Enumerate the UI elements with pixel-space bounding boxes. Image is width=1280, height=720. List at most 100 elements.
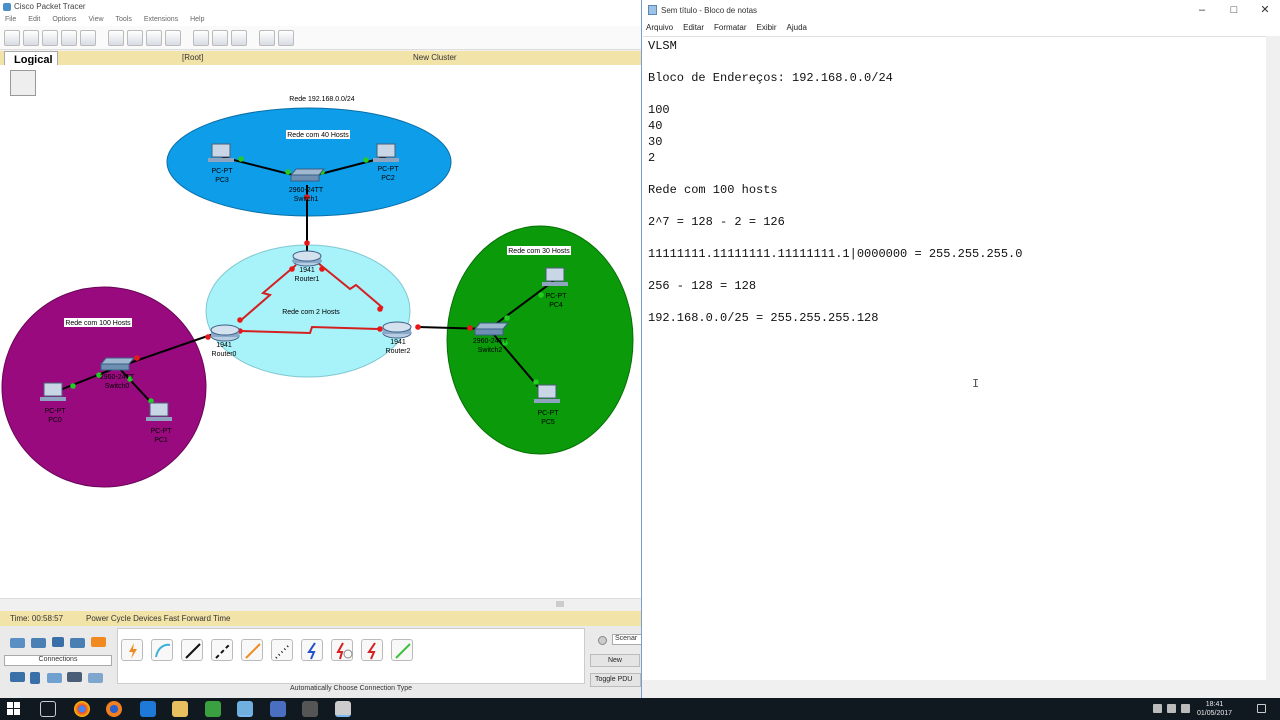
tray-app-icon[interactable] bbox=[1153, 704, 1162, 713]
notepad-text-area[interactable]: VLSM Bloco de Endereços: 192.168.0.0/24 … bbox=[643, 36, 1266, 680]
minimize-icon[interactable]: – bbox=[1198, 4, 1206, 16]
scroll-thumb[interactable] bbox=[556, 601, 564, 607]
zoom-reset-icon[interactable] bbox=[212, 29, 228, 46]
serial-dte-icon[interactable] bbox=[361, 639, 383, 661]
action-center-icon[interactable] bbox=[1257, 704, 1266, 713]
subtype-icon-3[interactable] bbox=[47, 673, 62, 683]
subtype-icon-5[interactable] bbox=[88, 673, 103, 683]
taskbar-clock[interactable]: 18:41 01/05/2017 bbox=[1197, 700, 1232, 718]
logical-workspace[interactable]: Rede 192.168.0.0/24 Rede com 40 Hosts Re… bbox=[0, 65, 641, 598]
phone-cable-icon[interactable] bbox=[271, 639, 293, 661]
np-menu-arquivo[interactable]: Arquivo bbox=[646, 23, 674, 32]
octal-cable-icon[interactable] bbox=[391, 639, 413, 661]
pt-menu-file[interactable]: File bbox=[5, 16, 17, 23]
auto-connection-icon[interactable] bbox=[121, 639, 143, 661]
scenario-select[interactable]: Scenar bbox=[612, 634, 641, 645]
straight-through-icon[interactable] bbox=[181, 639, 203, 661]
paste-icon[interactable] bbox=[127, 29, 143, 46]
print-icon[interactable] bbox=[61, 29, 77, 46]
maximize-icon[interactable]: □ bbox=[1230, 4, 1238, 16]
links-serial bbox=[239, 262, 384, 335]
pc3-icon[interactable] bbox=[208, 143, 234, 162]
new-scenario-button[interactable]: New bbox=[590, 654, 640, 667]
network-icon[interactable] bbox=[1167, 704, 1176, 713]
pc1-icon[interactable] bbox=[146, 402, 172, 421]
recorder-icon[interactable] bbox=[205, 701, 221, 717]
redo-icon[interactable] bbox=[165, 29, 181, 46]
volume-icon[interactable] bbox=[1181, 704, 1190, 713]
notepad-horizontal-scrollbar[interactable] bbox=[642, 680, 1280, 690]
connections-category-icon[interactable] bbox=[91, 637, 106, 647]
router0-icon[interactable] bbox=[210, 324, 240, 342]
toggle-pdu-button[interactable]: Toggle PDU bbox=[590, 673, 641, 687]
notepad-vertical-scrollbar[interactable] bbox=[1266, 36, 1280, 680]
cluster-100-hosts-area[interactable] bbox=[1, 286, 207, 488]
open-folder-icon[interactable] bbox=[23, 29, 39, 46]
notepad-line: 30 bbox=[648, 135, 663, 149]
pc5-icon[interactable] bbox=[534, 384, 560, 403]
cluster-40-hosts-area[interactable] bbox=[166, 107, 452, 217]
fiber-icon[interactable] bbox=[241, 639, 263, 661]
pt-menu-edit[interactable]: Edit bbox=[28, 16, 41, 23]
np-menu-formatar[interactable]: Formatar bbox=[714, 23, 747, 32]
cluster-30-hosts-area[interactable] bbox=[446, 225, 634, 455]
workspace-horizontal-scrollbar[interactable] bbox=[0, 598, 641, 608]
windows-start-icon[interactable] bbox=[7, 702, 20, 715]
undo-icon[interactable] bbox=[146, 29, 162, 46]
copy-icon[interactable] bbox=[108, 29, 124, 46]
power-cycle-fast-forward[interactable]: Power Cycle Devices Fast Forward Time bbox=[86, 614, 231, 623]
wireless-category-icon[interactable] bbox=[70, 638, 85, 648]
notepad-task-icon[interactable] bbox=[335, 701, 351, 717]
firefox-icon[interactable] bbox=[106, 701, 122, 717]
subtype-icon-4[interactable] bbox=[67, 672, 82, 682]
pt-menu-extensions[interactable]: Extensions bbox=[143, 16, 179, 23]
notepad-line: 11111111.11111111.11111111.1|0000000 = 2… bbox=[648, 247, 1023, 261]
switch0-icon[interactable] bbox=[99, 357, 136, 371]
pt-menu-help[interactable]: Help bbox=[190, 16, 205, 23]
new-file-icon[interactable] bbox=[4, 29, 20, 46]
activity-wizard-icon[interactable] bbox=[80, 29, 96, 46]
crossover-icon[interactable] bbox=[211, 639, 233, 661]
switch1-icon[interactable] bbox=[289, 168, 326, 182]
chrome-icon[interactable] bbox=[74, 701, 90, 717]
np-menu-editar[interactable]: Editar bbox=[683, 23, 705, 32]
task-view-icon[interactable] bbox=[40, 701, 56, 717]
new-cluster-label[interactable]: New Cluster bbox=[413, 53, 457, 62]
serial-dce-icon[interactable] bbox=[331, 639, 353, 661]
zoom-in-icon[interactable] bbox=[193, 29, 209, 46]
word-icon[interactable] bbox=[270, 701, 286, 717]
np-menu-ajuda[interactable]: Ajuda bbox=[786, 23, 807, 32]
pt-menu-options[interactable]: Options bbox=[52, 16, 77, 23]
router1-icon[interactable] bbox=[292, 250, 322, 267]
console-cable-icon[interactable] bbox=[151, 639, 173, 661]
zoom-out-icon[interactable] bbox=[231, 29, 247, 46]
scenario-info-icon[interactable] bbox=[598, 636, 607, 645]
pt-menu-view[interactable]: View bbox=[88, 16, 104, 23]
root-label[interactable]: [Root] bbox=[182, 53, 204, 62]
packet-tracer-task-icon[interactable] bbox=[237, 701, 253, 717]
switch2-icon[interactable] bbox=[473, 322, 510, 336]
close-icon[interactable]: ✕ bbox=[1260, 4, 1270, 16]
pc0-icon[interactable] bbox=[40, 382, 66, 401]
tray-chevron-icon[interactable] bbox=[1138, 704, 1147, 713]
subtype-icon-1[interactable] bbox=[10, 672, 25, 682]
palette-icon[interactable] bbox=[259, 29, 275, 46]
pc4-icon[interactable] bbox=[542, 267, 568, 286]
router2-icon[interactable] bbox=[382, 321, 412, 339]
save-icon[interactable] bbox=[42, 29, 58, 46]
routers-category-icon[interactable] bbox=[10, 638, 25, 648]
custom-devices-icon[interactable] bbox=[278, 29, 294, 46]
np-menu-exibir[interactable]: Exibir bbox=[756, 23, 777, 32]
hubs-category-icon[interactable] bbox=[52, 637, 64, 647]
edge-icon[interactable] bbox=[140, 701, 156, 717]
pc2-icon[interactable] bbox=[373, 143, 399, 162]
subtype-icon-2[interactable] bbox=[30, 672, 40, 684]
pt-menu-tools[interactable]: Tools bbox=[115, 16, 132, 23]
notepad-content[interactable]: VLSM Bloco de Endereços: 192.168.0.0/24 … bbox=[648, 38, 1022, 326]
coaxial-icon[interactable] bbox=[301, 639, 323, 661]
switches-category-icon[interactable] bbox=[31, 638, 46, 648]
file-explorer-icon[interactable] bbox=[172, 701, 188, 717]
notepad-line bbox=[648, 166, 1022, 182]
viewport-icon[interactable] bbox=[10, 70, 36, 96]
snipping-icon[interactable] bbox=[302, 701, 318, 717]
